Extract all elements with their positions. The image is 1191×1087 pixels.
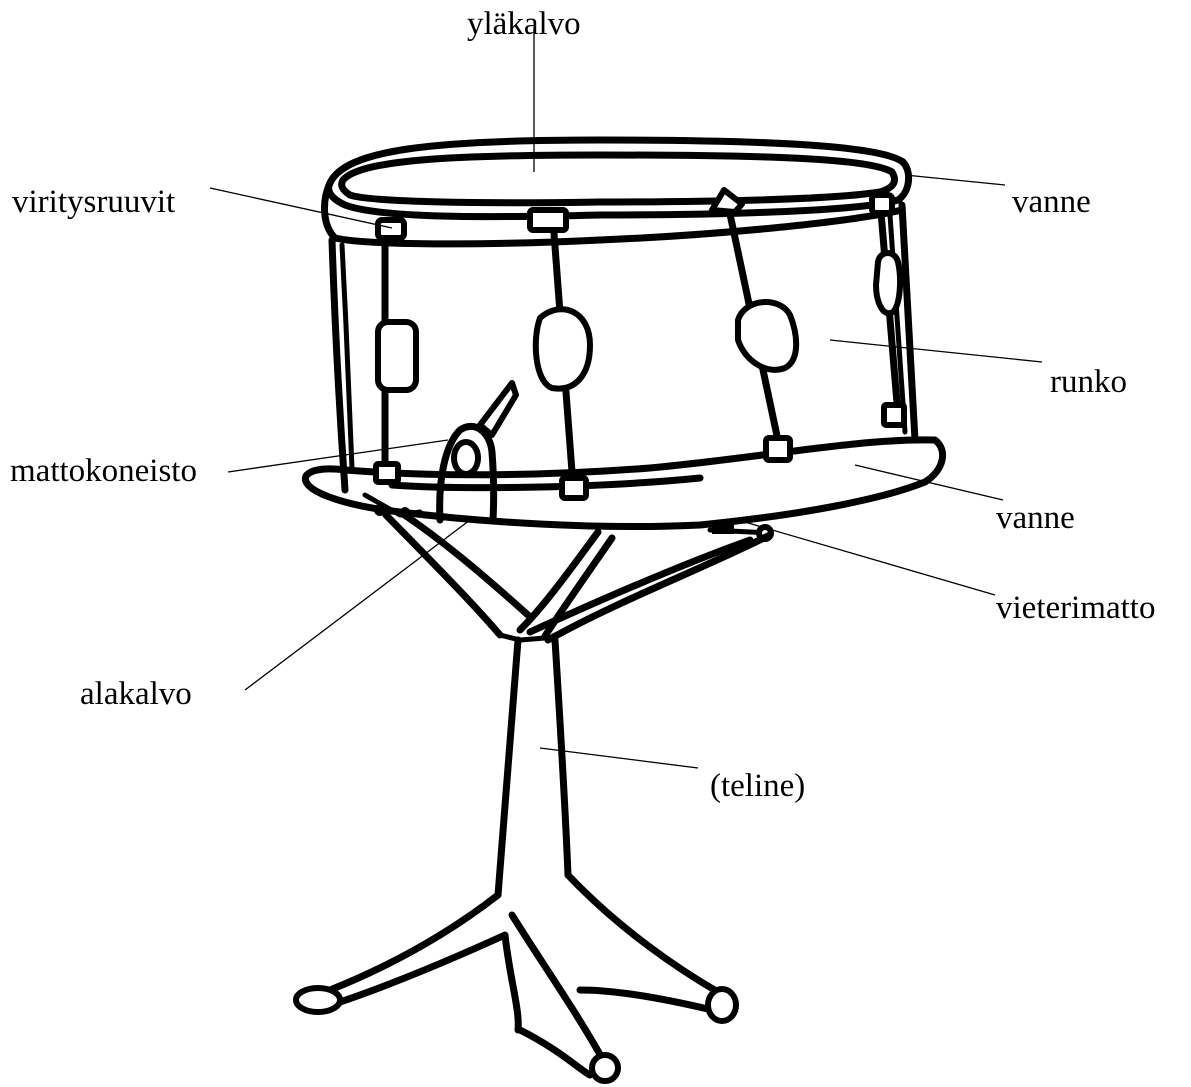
label-strainer: mattokoneisto: [10, 453, 197, 489]
bottom-hoop: [302, 436, 947, 531]
label-top-head: yläkalvo: [467, 6, 581, 42]
leader-tension-rods: [209, 187, 393, 229]
stand-column: [494, 636, 572, 899]
leader-top-hoop: [904, 174, 1006, 186]
leader-bottom-head: [244, 519, 471, 691]
leader-strainer: [227, 439, 449, 473]
label-bottom-hoop: vanne: [996, 500, 1075, 536]
leader-shell: [829, 339, 1043, 363]
leader-lines: [209, 28, 1043, 769]
label-snares: vieterimatto: [996, 590, 1156, 626]
stand-arms: [382, 508, 774, 644]
label-top-hoop: vanne: [1012, 184, 1091, 220]
label-bottom-head: alakalvo: [80, 676, 192, 712]
tension-lugs: [373, 187, 907, 501]
label-stand: (teline): [710, 768, 806, 804]
leader-snares: [737, 519, 996, 596]
leader-bottom-hoop: [854, 464, 1004, 501]
snare-strainer: [436, 380, 519, 524]
leader-stand: [539, 747, 699, 769]
stand-legs: [293, 871, 739, 1084]
label-tension-rods: viritysruuvit: [12, 184, 176, 220]
top-hoop: [321, 136, 913, 248]
label-shell: runko: [1050, 364, 1127, 400]
